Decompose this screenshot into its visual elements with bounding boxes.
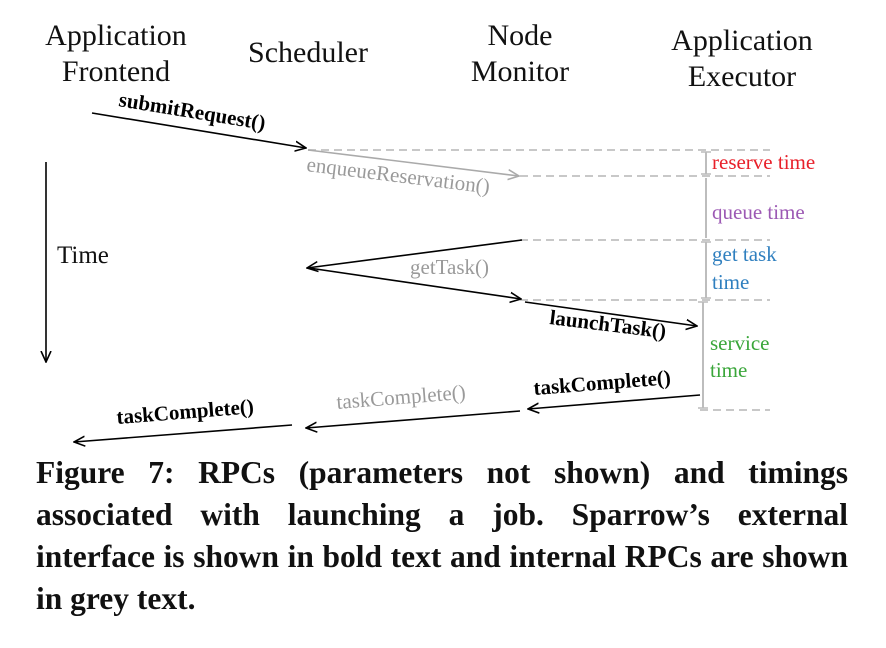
- get-task-time-label-line1: get task: [712, 242, 777, 266]
- launch-task-arrow: [524, 301, 697, 326]
- reserve-time-label: reserve time: [712, 150, 815, 174]
- timing-guides: [308, 149, 770, 411]
- get-task-label: getTask(): [410, 255, 489, 279]
- header-executor-line2: Executor: [688, 60, 796, 93]
- enqueue-reservation-label: enqueueReservation(): [305, 152, 491, 198]
- figure-caption: Figure 7: RPCs (parameters not shown) an…: [36, 455, 848, 616]
- launch-task-label: launchTask(): [548, 305, 667, 343]
- service-time-label-line2: time: [710, 358, 747, 382]
- enqueue-reservation-arrow: [307, 149, 519, 176]
- get-task-request-arrow: [307, 239, 523, 268]
- header-node-monitor-line1: Node: [488, 19, 553, 52]
- get-task-time-label-line2: time: [712, 270, 749, 294]
- service-time-label-line1: service: [710, 331, 769, 355]
- queue-time-label: queue time: [712, 200, 805, 224]
- task-complete-scheduler-arrow: [74, 424, 293, 442]
- submit-request-label: submitRequest(): [117, 87, 267, 135]
- header-node-monitor-line2: Monitor: [471, 55, 569, 88]
- time-label: Time: [57, 242, 109, 269]
- header-frontend-line1: Application: [45, 19, 187, 52]
- task-complete-node-label: taskComplete(): [336, 380, 467, 414]
- header-executor-line1: Application: [671, 24, 813, 57]
- task-complete-executor-arrow: [528, 394, 701, 409]
- get-task-response-arrow: [308, 267, 521, 299]
- submit-request-arrow: [91, 112, 306, 148]
- timing-brackets: [698, 151, 711, 409]
- task-complete-scheduler-label: taskComplete(): [116, 394, 255, 429]
- header-frontend-line2: Frontend: [62, 55, 170, 88]
- header-scheduler: Scheduler: [248, 36, 368, 69]
- rpc-timing-diagram: Application Frontend Scheduler Node Moni…: [0, 19, 815, 450]
- task-complete-node-arrow: [306, 410, 521, 428]
- task-complete-executor-label: taskComplete(): [533, 365, 672, 400]
